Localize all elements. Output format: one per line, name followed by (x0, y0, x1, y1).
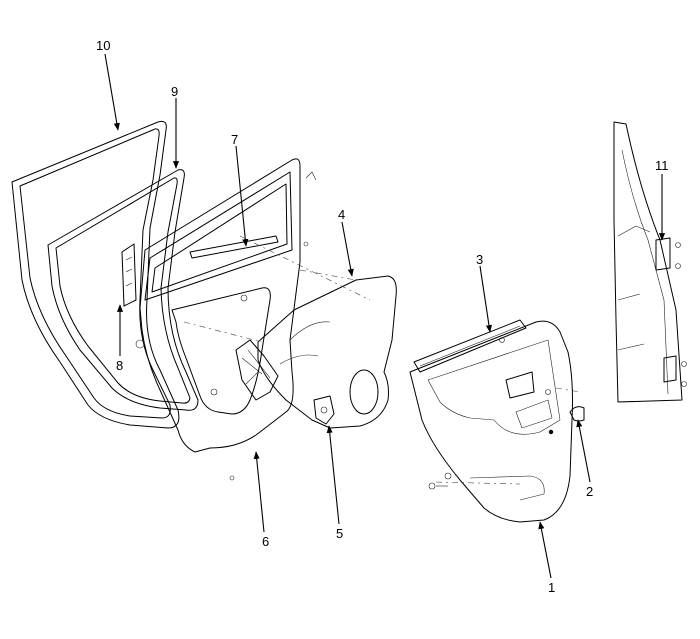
callout-8: 8 (116, 358, 123, 373)
callout-7: 7 (231, 132, 238, 147)
callout-9: 9 (171, 84, 178, 99)
alignment-lines (183, 235, 581, 485)
callout-10: 10 (96, 38, 110, 53)
sealing-cover (257, 275, 397, 429)
leader-5 (326, 425, 340, 525)
leader-4 (341, 221, 354, 277)
door-bracket (121, 243, 137, 307)
door-latch (313, 395, 335, 425)
leader-3 (479, 265, 493, 333)
leader-7 (235, 145, 249, 247)
body-pillar (613, 121, 687, 403)
callout-11: 11 (655, 158, 669, 173)
callout-1: 1 (548, 580, 555, 595)
callout-6: 6 (262, 534, 269, 549)
door-trim-panel (409, 320, 573, 523)
glass-run-strip (189, 235, 279, 259)
handle-cap (569, 406, 585, 422)
leader-1 (538, 521, 552, 579)
callout-4: 4 (338, 207, 345, 222)
panel-fasteners (428, 337, 551, 490)
leader-lines (104, 53, 666, 579)
leader-2 (576, 419, 591, 483)
inner-weatherstrip (47, 169, 199, 411)
callout-2: 2 (586, 484, 593, 499)
callout-labels: 10 9 8 7 6 5 4 3 2 1 11 (96, 38, 669, 595)
window-regulator (235, 339, 279, 401)
door-frame (135, 158, 317, 481)
outer-weatherstrip (11, 120, 180, 429)
callout-3: 3 (476, 252, 483, 267)
leader-6 (253, 451, 265, 533)
callout-5: 5 (336, 526, 343, 541)
leader-10 (104, 53, 120, 131)
